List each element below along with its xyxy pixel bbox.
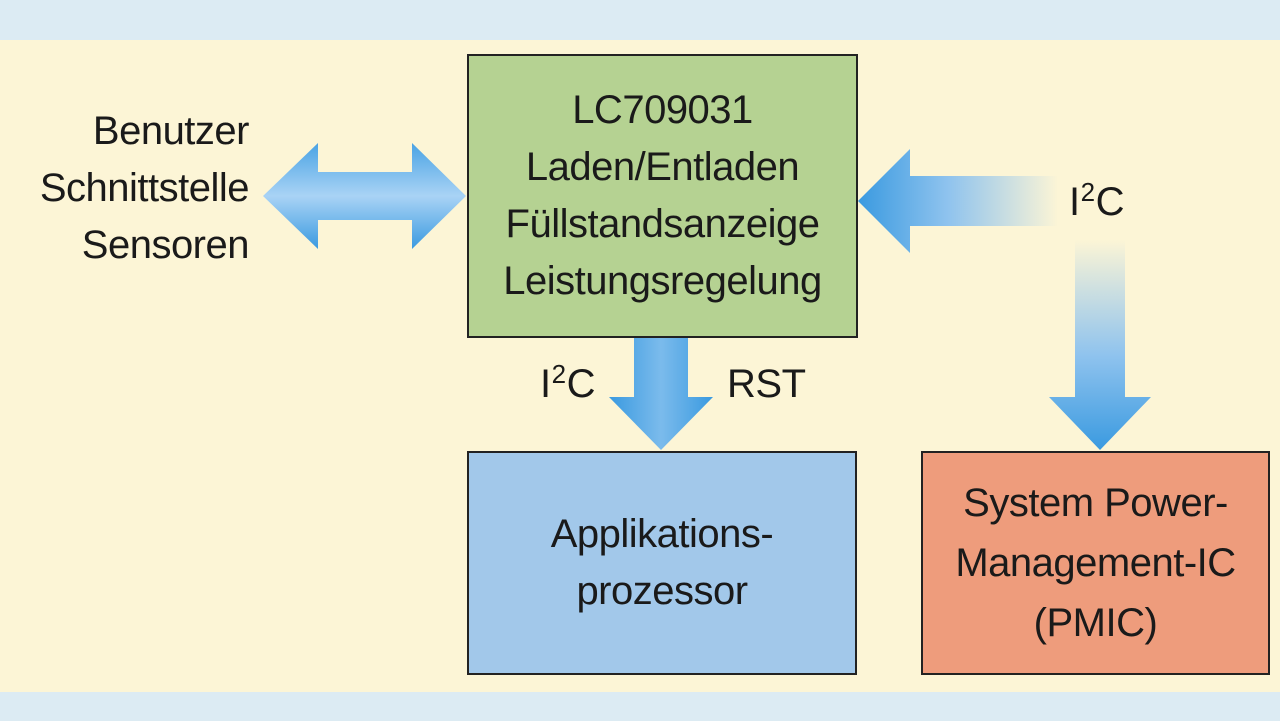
controller-line-1: LC709031 [572,88,753,132]
pmic-line-1: System Power- [963,481,1228,525]
i2c-input-label: I2C [1069,174,1124,235]
i2c-input-tail: C [1095,180,1125,224]
i2c-processor-base: I [540,362,551,406]
processor-box: Applikations- prozessor [467,451,857,675]
pmic-box: System Power- Management-IC (PMIC) [921,451,1270,675]
processor-line-2: prozessor [576,569,748,613]
i2c-processor-sup: 2 [551,359,566,389]
interface-line-3: Sensoren [81,223,250,267]
interface-label: Benutzer Schnittstelle Sensoren [39,103,250,274]
i2c-input-arrow [858,149,1058,253]
controller-box: LC709031 Laden/Entladen Füllstandsanzeig… [467,54,858,338]
interface-line-2: Schnittstelle [39,166,250,210]
i2c-to-pmic-arrow [1049,240,1151,450]
controller-line-2: Laden/Entladen [525,145,800,189]
bidirectional-arrow [263,143,466,249]
controller-line-4: Leistungsregelung [503,259,822,303]
pmic-line-2: Management-IC [955,541,1236,585]
processor-line-1: Applikations- [550,512,774,556]
pmic-line-3: (PMIC) [1033,601,1158,645]
processor-link-arrow [609,338,713,450]
i2c-processor-label: I2C [540,356,595,417]
controller-line-3: Füllstandsanzeige [505,202,820,246]
i2c-processor-tail: C [566,362,596,406]
i2c-input-sup: 2 [1080,177,1095,207]
i2c-input-base: I [1069,180,1080,224]
rst-label: RST [727,362,806,406]
interface-line-1: Benutzer [92,109,250,153]
